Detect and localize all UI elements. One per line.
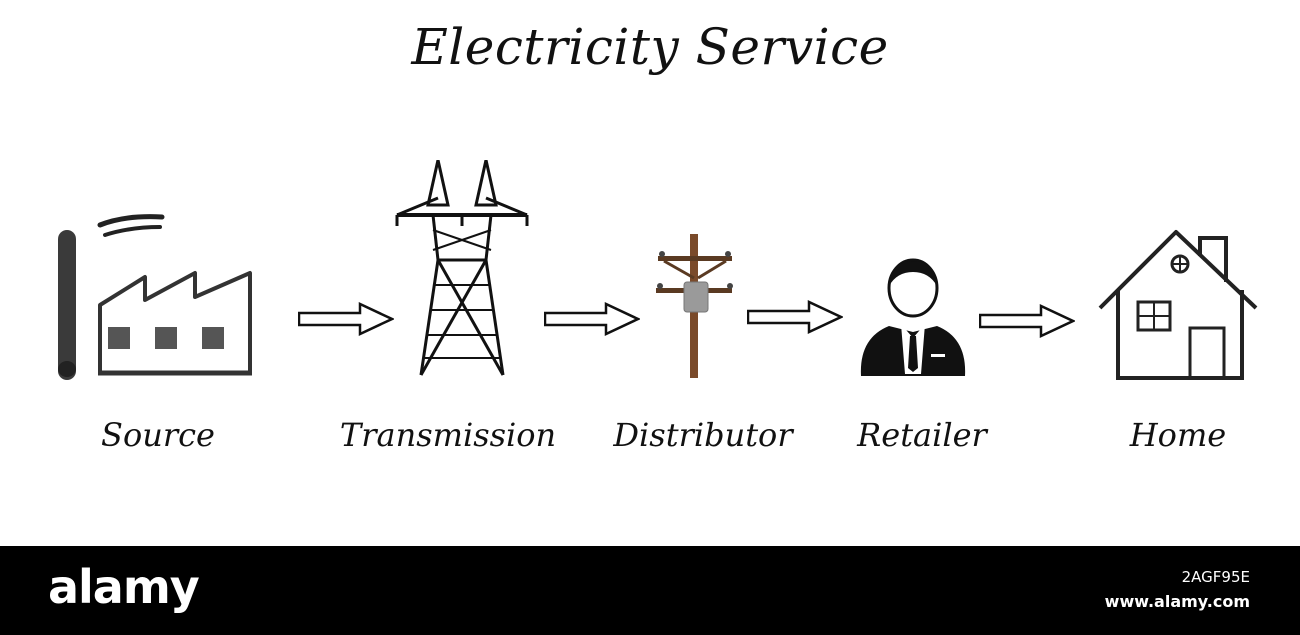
site-url: www.alamy.com: [1104, 592, 1250, 611]
businessman-icon: [860, 258, 966, 376]
double-arrow-right-icon: [979, 304, 1075, 338]
step-label-transmission: Transmission: [339, 416, 557, 454]
step-label-home: Home: [1129, 416, 1227, 454]
factory-icon: [58, 214, 252, 380]
double-arrow-right-icon: [544, 302, 640, 336]
diagram-title: Electricity Service: [411, 18, 889, 76]
double-arrow-right-icon: [298, 302, 394, 336]
watermark-bar: alamy 2AGF95E www.alamy.com: [0, 546, 1300, 635]
house-icon: [1098, 230, 1258, 380]
step-label-retailer: Retailer: [857, 416, 987, 454]
transmission-tower-icon: [395, 160, 529, 376]
brand-logo: alamy: [48, 560, 200, 614]
image-id: 2AGF95E: [1181, 568, 1250, 586]
utility-pole-icon: [656, 234, 733, 378]
double-arrow-right-icon: [747, 300, 843, 334]
step-label-source: Source: [101, 416, 215, 454]
step-label-distributor: Distributor: [613, 416, 793, 454]
